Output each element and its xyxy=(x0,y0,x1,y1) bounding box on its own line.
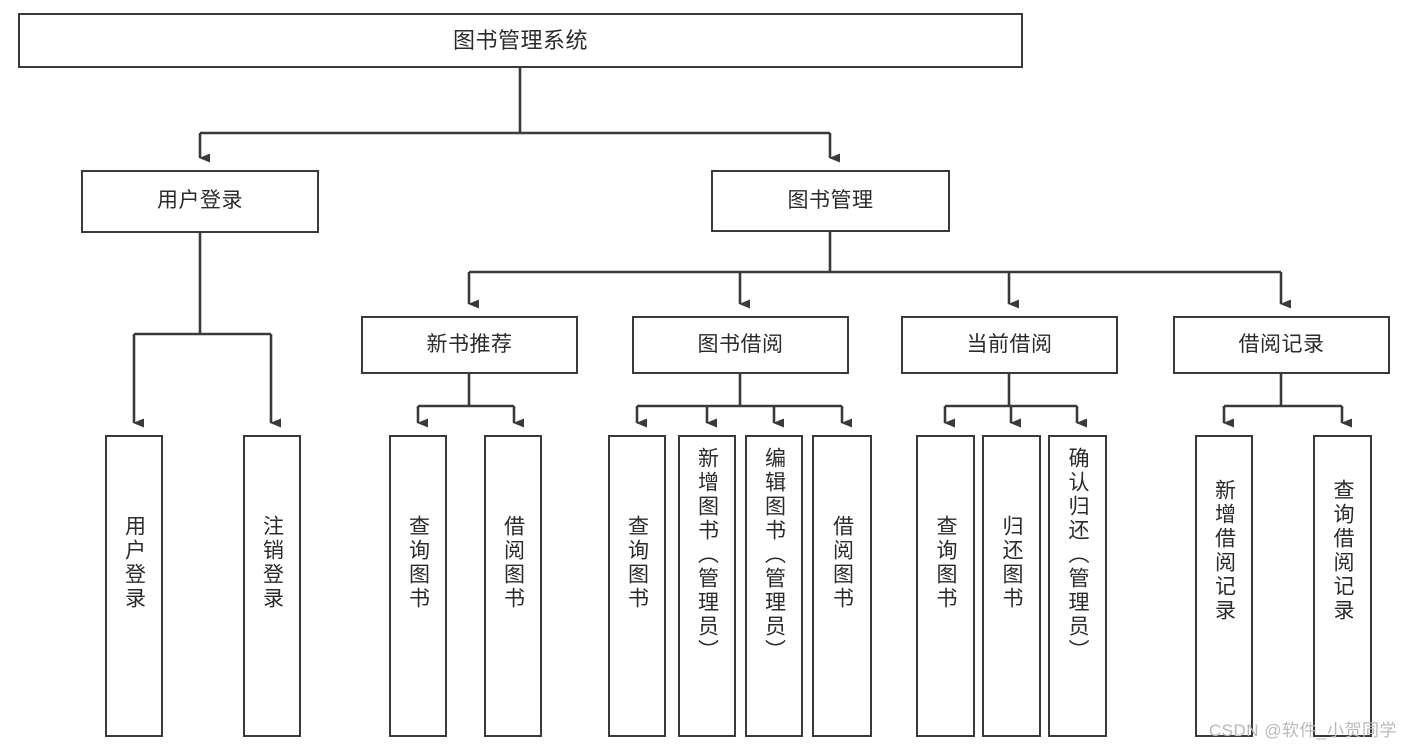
node-leaf-logout-login[interactable]: 注销登录 xyxy=(243,435,301,737)
csdn-watermark: CSDN @软件_小贺同学 xyxy=(1208,721,1397,740)
node-leaf-user-login[interactable]: 用户登录 xyxy=(105,435,163,737)
node-label: 查询图书 xyxy=(406,515,430,611)
node-leaf-query-record[interactable]: 查询借阅记录 xyxy=(1313,435,1372,737)
node-leaf-query-book-1[interactable]: 查询图书 xyxy=(389,435,447,737)
node-leaf-borrow-book-1[interactable]: 借阅图书 xyxy=(484,435,542,737)
node-leaf-confirm-return[interactable]: 确认归还（管理员） xyxy=(1048,435,1107,737)
node-label: 当前借阅 xyxy=(966,332,1053,356)
node-label: 用户登录 xyxy=(157,189,243,213)
node-leaf-query-book-2[interactable]: 查询图书 xyxy=(608,435,666,737)
node-leaf-return-book[interactable]: 归还图书 xyxy=(982,435,1041,737)
node-label: 归还图书 xyxy=(1000,515,1023,611)
node-book-management[interactable]: 图书管理 xyxy=(711,170,950,232)
node-label: 图书借阅 xyxy=(697,332,784,356)
node-root-book-management-system[interactable]: 图书管理系统 xyxy=(18,13,1023,68)
node-label: 注销登录 xyxy=(260,515,284,611)
node-current-borrow[interactable]: 当前借阅 xyxy=(901,316,1118,374)
node-leaf-add-book[interactable]: 新增图书（管理员） xyxy=(678,435,736,737)
node-label: 新增借阅记录 xyxy=(1212,479,1236,623)
node-leaf-borrow-book-2[interactable]: 借阅图书 xyxy=(812,435,872,737)
node-label: 新增图书（管理员） xyxy=(695,447,719,663)
node-label: 新书推荐 xyxy=(426,332,513,356)
node-label: 借阅图书 xyxy=(830,515,854,611)
node-label: 查询图书 xyxy=(625,515,649,611)
node-borrow-record[interactable]: 借阅记录 xyxy=(1173,316,1390,374)
node-label: 借阅图书 xyxy=(501,515,525,611)
node-label: 图书管理系统 xyxy=(452,27,588,53)
node-leaf-edit-book[interactable]: 编辑图书（管理员） xyxy=(745,435,803,737)
node-book-borrow[interactable]: 图书借阅 xyxy=(632,316,849,374)
node-label: 用户登录 xyxy=(122,515,146,611)
node-label: 图书管理 xyxy=(787,188,874,212)
node-label: 编辑图书（管理员） xyxy=(762,447,786,663)
node-user-login[interactable]: 用户登录 xyxy=(81,170,319,233)
node-new-book-recommend[interactable]: 新书推荐 xyxy=(361,316,578,374)
node-label: 查询图书 xyxy=(934,515,957,611)
node-label: 查询借阅记录 xyxy=(1331,479,1354,623)
node-leaf-add-record[interactable]: 新增借阅记录 xyxy=(1195,435,1253,737)
node-label: 借阅记录 xyxy=(1238,332,1325,356)
node-label: 确认归还（管理员） xyxy=(1066,447,1089,663)
node-leaf-query-book-3[interactable]: 查询图书 xyxy=(916,435,975,737)
